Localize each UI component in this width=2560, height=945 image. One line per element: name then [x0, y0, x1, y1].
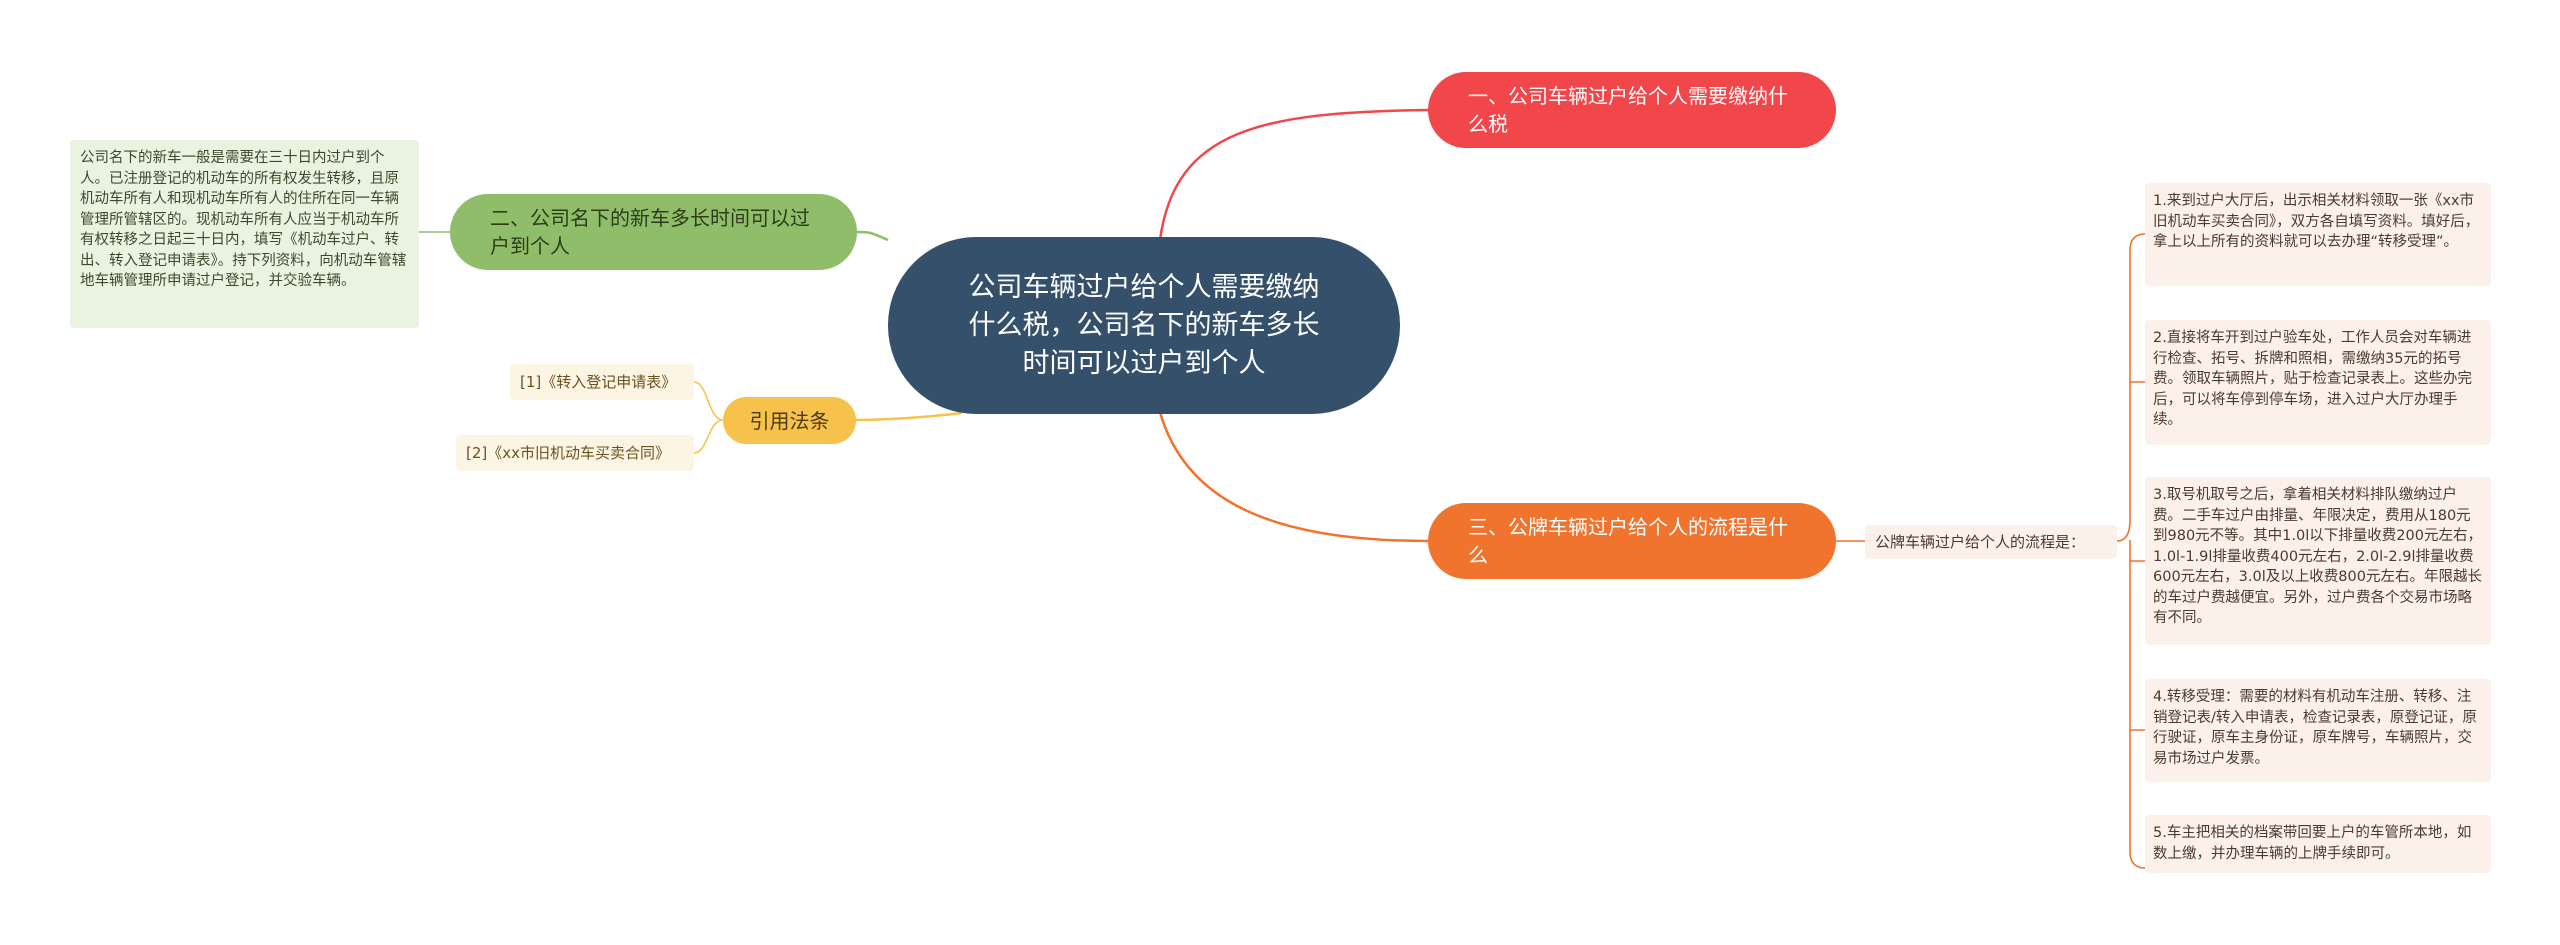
link-root-law [855, 411, 963, 422]
process-step-4[interactable]: 4.转移受理：需要的材料有机动车注册、转移、注销登记表/转入申请表，检查记录表，… [2145, 679, 2491, 782]
process-step-1-text: 1.来到过户大厅后，出示相关材料领取一张《xx市旧机动车买卖合同》，双方各自填写… [2153, 193, 2480, 250]
time-detail-note[interactable]: 公司名下的新车一般是需要在三十日内过户到个人。已注册登记的机动车的所有权发生转移… [70, 140, 419, 328]
process-step-3-text: 3.取号机取号之后，拿着相关材料排队缴纳过户费。二手车过户由排量、年限决定，费用… [2153, 487, 2482, 626]
process-step-3[interactable]: 3.取号机取号之后，拿着相关材料排队缴纳过户费。二手车过户由排量、年限决定，费用… [2145, 477, 2491, 645]
law-ref-2[interactable]: [2]《xx市旧机动车买卖合同》 [456, 435, 694, 471]
process-step-1[interactable]: 1.来到过户大厅后，出示相关材料领取一张《xx市旧机动车买卖合同》，双方各自填写… [2145, 183, 2491, 286]
link-law-refs [693, 381, 724, 454]
central-topic-node[interactable]: 公司车辆过户给个人需要缴纳什么税，公司名下的新车多长时间可以过户到个人 [888, 237, 1400, 414]
central-topic-text: 公司车辆过户给个人需要缴纳什么税，公司名下的新车多长时间可以过户到个人 [968, 271, 1320, 379]
branch-process-label: 三、公牌车辆过户给个人的流程是什么 [1468, 515, 1788, 567]
link-root-time [856, 230, 889, 242]
link-root-tax [1158, 108, 1429, 241]
branch-time-node[interactable]: 二、公司名下的新车多长时间可以过户到个人 [450, 194, 857, 270]
process-sub-node[interactable]: 公牌车辆过户给个人的流程是： [1865, 525, 2117, 559]
branch-law-label: 引用法条 [749, 408, 830, 433]
law-ref-2-text: [2]《xx市旧机动车买卖合同》 [466, 444, 671, 462]
process-step-2[interactable]: 2.直接将车开到过户验车处，工作人员会对车辆进行检查、拓号、拆牌和照相，需缴纳3… [2145, 320, 2491, 445]
branch-tax-label: 一、公司车辆过户给个人需要缴纳什么税 [1468, 84, 1788, 136]
branch-tax-node[interactable]: 一、公司车辆过户给个人需要缴纳什么税 [1428, 72, 1836, 148]
process-step-4-text: 4.转移受理：需要的材料有机动车注册、转移、注销登记表/转入申请表，检查记录表，… [2153, 689, 2477, 767]
process-sub-label: 公牌车辆过户给个人的流程是： [1875, 533, 2086, 551]
branch-process-node[interactable]: 三、公牌车辆过户给个人的流程是什么 [1428, 503, 1836, 579]
link-root-process [1158, 411, 1429, 543]
law-ref-1[interactable]: [1]《转入登记申请表》 [510, 364, 694, 400]
branch-time-label: 二、公司名下的新车多长时间可以过户到个人 [490, 206, 810, 258]
branch-law-node[interactable]: 引用法条 [723, 397, 856, 444]
link-mid-steps [2116, 233, 2146, 869]
process-step-2-text: 2.直接将车开到过户验车处，工作人员会对车辆进行检查、拓号、拆牌和照相，需缴纳3… [2153, 330, 2472, 428]
process-step-5-text: 5.车主把相关的档案带回要上户的车管所本地，如数上缴，并办理车辆的上牌手续即可。 [2153, 825, 2472, 862]
time-detail-text: 公司名下的新车一般是需要在三十日内过户到个人。已注册登记的机动车的所有权发生转移… [80, 150, 407, 289]
process-step-5[interactable]: 5.车主把相关的档案带回要上户的车管所本地，如数上缴，并办理车辆的上牌手续即可。 [2145, 815, 2491, 873]
law-ref-1-text: [1]《转入登记申请表》 [520, 373, 677, 391]
